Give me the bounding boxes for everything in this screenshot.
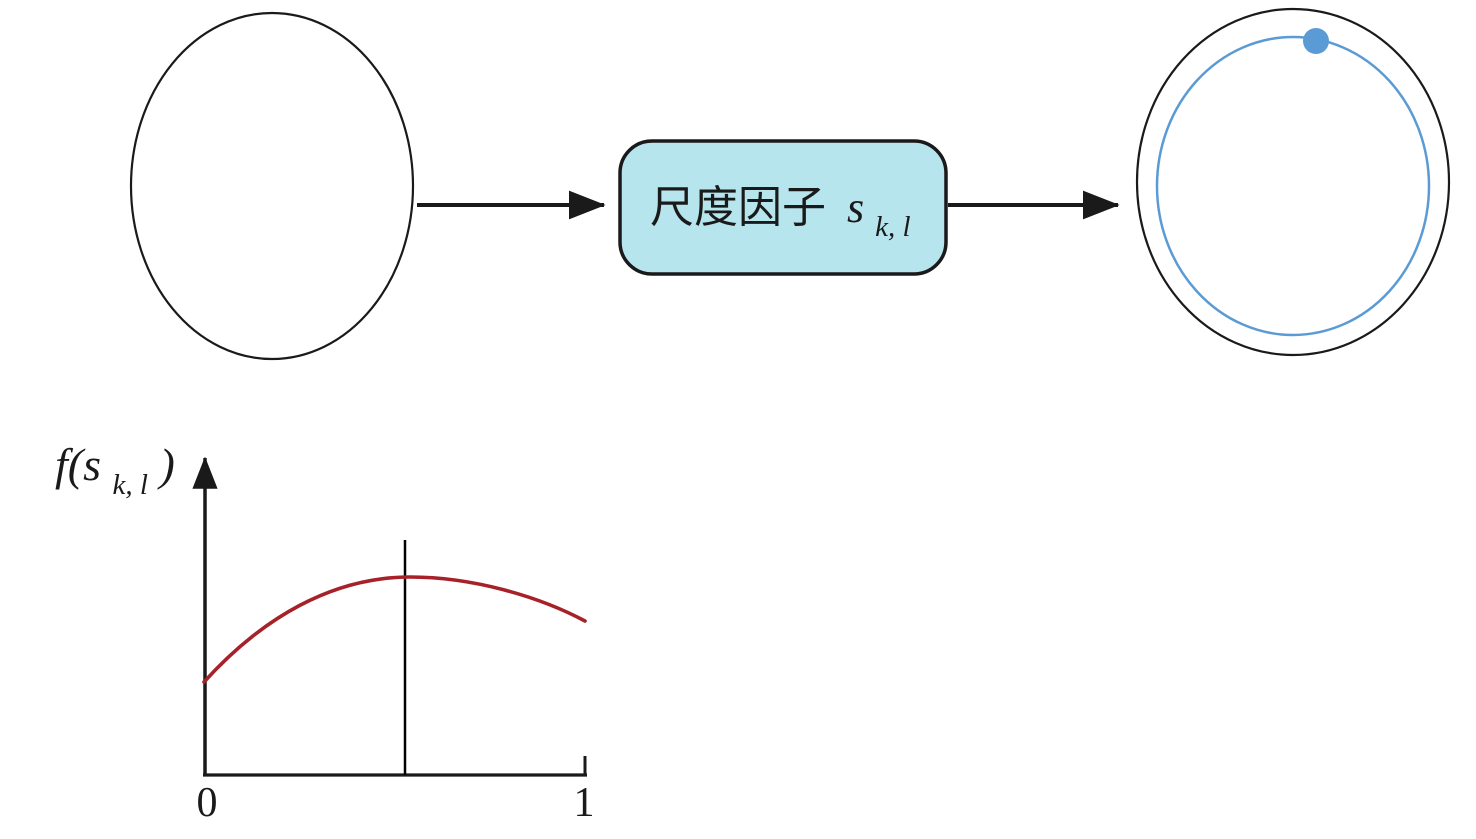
target-ellipse-outer: [1135, 7, 1451, 357]
box-label-subscript: k, l: [875, 211, 910, 243]
target-ellipse-inner: [1155, 35, 1431, 337]
scale-factor-box-label: 尺度因子 s k, l: [650, 183, 911, 243]
box-label-var: s: [847, 183, 864, 232]
contour-point-dot: [1303, 28, 1329, 54]
ylabel-subscript: k, l: [113, 469, 148, 501]
source-ellipse: [129, 11, 415, 361]
x-tick-label-0: 0: [197, 780, 218, 826]
ylabel-suffix: ): [156, 439, 174, 490]
ylabel-prefix: f(s: [55, 439, 101, 490]
density-curve: [202, 575, 587, 684]
box-label-text: 尺度因子: [650, 183, 826, 232]
scale-factor-box: [618, 139, 948, 276]
plot-y-axis-label: f(s k, l ): [55, 439, 175, 504]
x-tick-label-1: 1: [574, 780, 595, 826]
